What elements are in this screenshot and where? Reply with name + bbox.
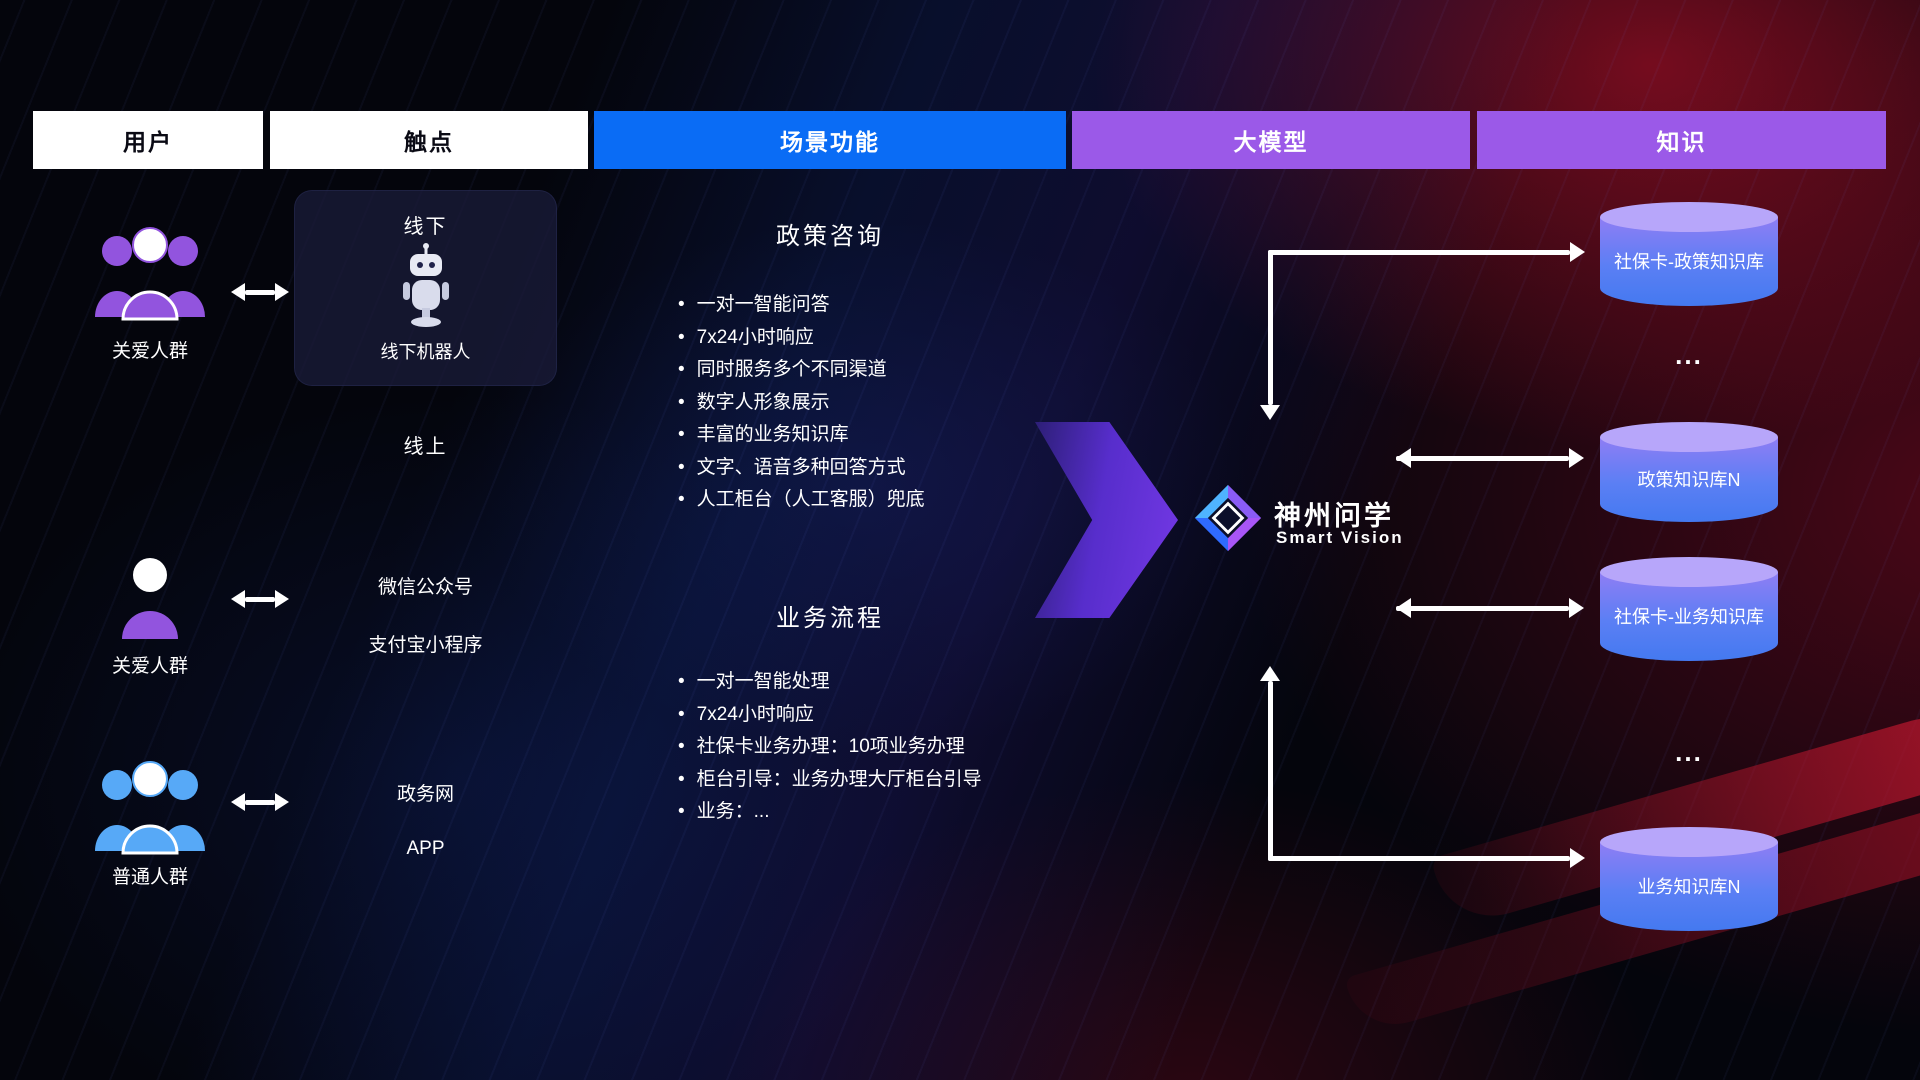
list-item: 社保卡业务办理：10项业务办理 [678,731,982,764]
connector-line [1268,250,1570,255]
offline-device-label: 线下机器人 [380,342,471,362]
double-arrow-icon [231,793,289,811]
double-arrow-icon [231,283,289,301]
list-item: 人工柜台（人工客服）兜底 [678,484,925,517]
list-item: 一对一智能处理 [678,666,982,699]
ellipsis-text: ... [1675,737,1703,767]
column-header-label: 大模型 [1233,129,1309,155]
database-label: 业务知识库N [1637,876,1741,897]
arrowhead-left-icon [1396,448,1411,468]
business-feature-list: 一对一智能处理 7x24小时响应 社保卡业务办理：10项业务办理 柜台引导：业务… [678,666,982,829]
channel-alipay: 支付宝小程序 [368,635,483,656]
list-item: 7x24小时响应 [678,699,982,732]
online-title: 线上 [403,436,448,458]
channel-wechat: 微信公众号 [377,577,473,598]
robot-icon [403,243,449,327]
list-item: 业务：... [678,796,982,829]
channel-app: APP [406,838,445,859]
database-top [1600,202,1778,232]
database-label: 社保卡-政策知识库 [1614,251,1764,272]
user-label: 关爱人群 [111,656,188,677]
list-item: 一对一智能问答 [678,289,925,322]
arrowhead-up-icon [1260,666,1280,681]
column-header-scene-functions: 场景功能 [594,111,1066,169]
column-header-label: 触点 [404,129,454,155]
arrowhead-left-icon [1396,598,1411,618]
list-item: 数字人形象展示 [678,387,925,420]
double-arrow-icon [231,590,289,608]
connector-line [1268,681,1273,861]
connector-line [1396,606,1569,611]
person-icon [122,558,178,639]
arrowhead-right-icon [1569,598,1584,618]
offline-touchpoint-card: 线下 线下机器人 [294,190,557,386]
column-header-model: 大模型 [1072,111,1470,169]
database-top [1600,422,1778,452]
column-header-touchpoints: 触点 [270,111,588,169]
arrowhead-right-icon [1570,848,1585,868]
connector-line [1268,250,1273,405]
model-name: 神州问学 [1274,501,1394,531]
user-label: 关爱人群 [111,341,188,362]
list-item: 7x24小时响应 [678,322,925,355]
ellipsis-text: ... [1675,340,1703,370]
people-group-icon [95,761,205,855]
list-item: 同时服务多个不同渠道 [678,354,925,387]
list-item: 丰富的业务知识库 [678,419,925,452]
database-icon: 社保卡-政策知识库 [1600,202,1778,306]
database-label: 社保卡-业务知识库 [1614,606,1764,627]
model-subtitle: Smart Vision [1276,528,1404,547]
connector-line [1396,456,1569,461]
offline-title: 线下 [403,216,448,238]
column-header-label: 知识 [1656,129,1707,155]
people-group-icon [95,227,205,321]
connector-line [1268,856,1570,861]
database-icon: 政策知识库N [1600,422,1778,522]
user-label: 普通人群 [111,867,188,888]
list-item: 文字、语音多种回答方式 [678,452,925,485]
arrowhead-down-icon [1260,405,1280,420]
policy-feature-list: 一对一智能问答 7x24小时响应 同时服务多个不同渠道 数字人形象展示 丰富的业… [678,289,925,517]
database-top [1600,827,1778,857]
list-item: 柜台引导：业务办理大厅柜台引导 [678,764,982,797]
arrowhead-right-icon [1569,448,1584,468]
column-header-label: 场景功能 [780,129,880,155]
section-title-business: 业务流程 [776,605,884,632]
database-icon: 业务知识库N [1600,827,1778,931]
database-label: 政策知识库N [1637,469,1741,490]
column-header-label: 用户 [123,129,173,155]
diamond-logo-icon [1194,484,1262,552]
database-top [1600,557,1778,587]
column-header-knowledge: 知识 [1477,111,1886,169]
section-title-policy: 政策咨询 [776,223,884,250]
channel-gov-web: 政务网 [396,784,454,805]
column-header-users: 用户 [33,111,263,169]
arrowhead-right-icon [1570,242,1585,262]
database-icon: 社保卡-业务知识库 [1600,557,1778,661]
